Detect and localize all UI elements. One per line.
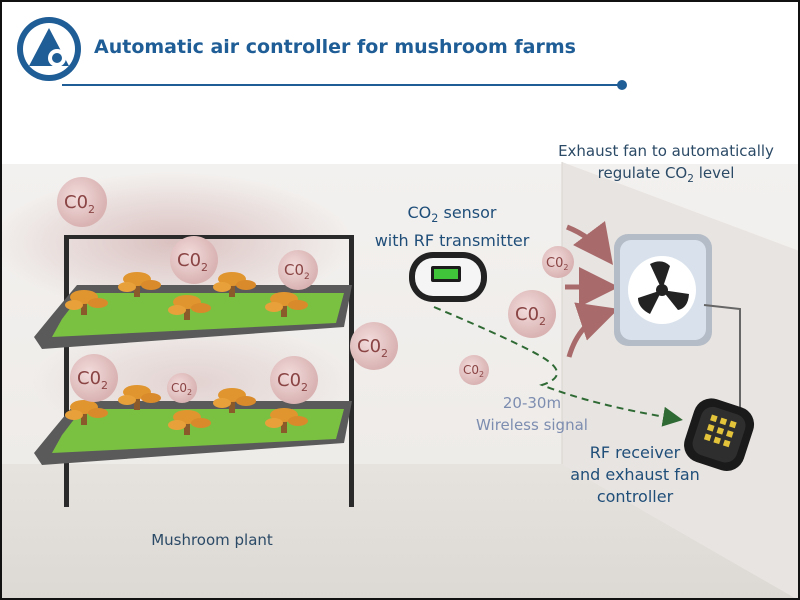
airflow-arrow-top xyxy=(566,221,614,265)
exhaust-fan xyxy=(614,234,712,346)
wireless-signal-path xyxy=(433,306,683,427)
co2-bubble: C02 xyxy=(57,177,107,227)
rf-receiver-label-line3: controller xyxy=(596,487,674,506)
sensor-display-icon xyxy=(434,269,458,279)
rf-receiver-label-line2: and exhaust fan xyxy=(570,465,700,484)
svg-text:C02: C02 xyxy=(171,381,192,397)
upper-mushroom-clusters xyxy=(65,272,308,320)
exhaust-fan-label-line1: Exhaust fan to automatically xyxy=(558,142,774,160)
svg-text:C02: C02 xyxy=(277,370,308,394)
mushroom-shelves xyxy=(34,235,354,507)
floor xyxy=(2,464,796,598)
co2-bubble: C02 xyxy=(508,290,556,338)
co2-bubble: C02 xyxy=(170,236,218,284)
airflow-arrow-bottom xyxy=(566,302,619,358)
mushroom-plant-label: Mushroom plant xyxy=(151,531,273,549)
wireless-text: Wireless signal xyxy=(476,416,588,434)
airflow-arrows xyxy=(565,221,619,358)
fan-wire xyxy=(703,304,741,409)
co2-bubble: C02 xyxy=(270,356,318,404)
co2-bubble: C02 xyxy=(459,355,489,385)
exhaust-fan-label: Exhaust fan to automatically regulate CO… xyxy=(542,140,790,190)
co2-bubble: C02 xyxy=(350,322,398,370)
svg-text:C02: C02 xyxy=(64,192,95,216)
rf-receiver-label-line1: RF receiver xyxy=(589,443,681,462)
svg-text:C02: C02 xyxy=(177,250,208,274)
svg-text:C02: C02 xyxy=(546,256,568,272)
page-title: Automatic air controller for mushroom fa… xyxy=(94,36,576,58)
shelf-top-bar xyxy=(64,235,354,239)
rf-receiver-device xyxy=(684,398,755,471)
svg-text:C02: C02 xyxy=(77,368,108,392)
co2-bubble: C02 xyxy=(167,373,197,403)
title-underline xyxy=(62,80,627,90)
shelf-post-left xyxy=(64,235,69,507)
lower-mushroom-clusters xyxy=(65,385,308,435)
rf-receiver-label: RF receiver and exhaust fan controller xyxy=(550,442,720,508)
svg-text:C02: C02 xyxy=(515,304,546,328)
co2-bubble: C02 xyxy=(542,246,574,278)
exhaust-fan-label-line2: regulate CO2 level xyxy=(597,164,735,185)
co2-sensor-label: CO2 sensor with RF transmitter xyxy=(352,202,552,252)
wireless-distance: 20-30m xyxy=(502,394,562,412)
co2-bubble: C02 xyxy=(278,250,318,290)
receiver-led-grid-icon xyxy=(703,414,737,448)
svg-text:C02: C02 xyxy=(463,363,484,379)
svg-text:C02: C02 xyxy=(357,336,388,360)
company-logo xyxy=(17,17,81,81)
fan-icon xyxy=(638,261,689,314)
wireless-signal-label: 20-30m Wireless signal xyxy=(462,392,602,436)
co2-bubble: C02 xyxy=(70,354,118,402)
co2-sensor-device xyxy=(409,252,487,302)
co2-sensor-label-line1: CO2 sensor xyxy=(407,203,497,226)
co2-sensor-label-line2: with RF transmitter xyxy=(374,231,530,251)
svg-text:C02: C02 xyxy=(284,261,310,282)
shelf-post-right xyxy=(349,235,354,507)
